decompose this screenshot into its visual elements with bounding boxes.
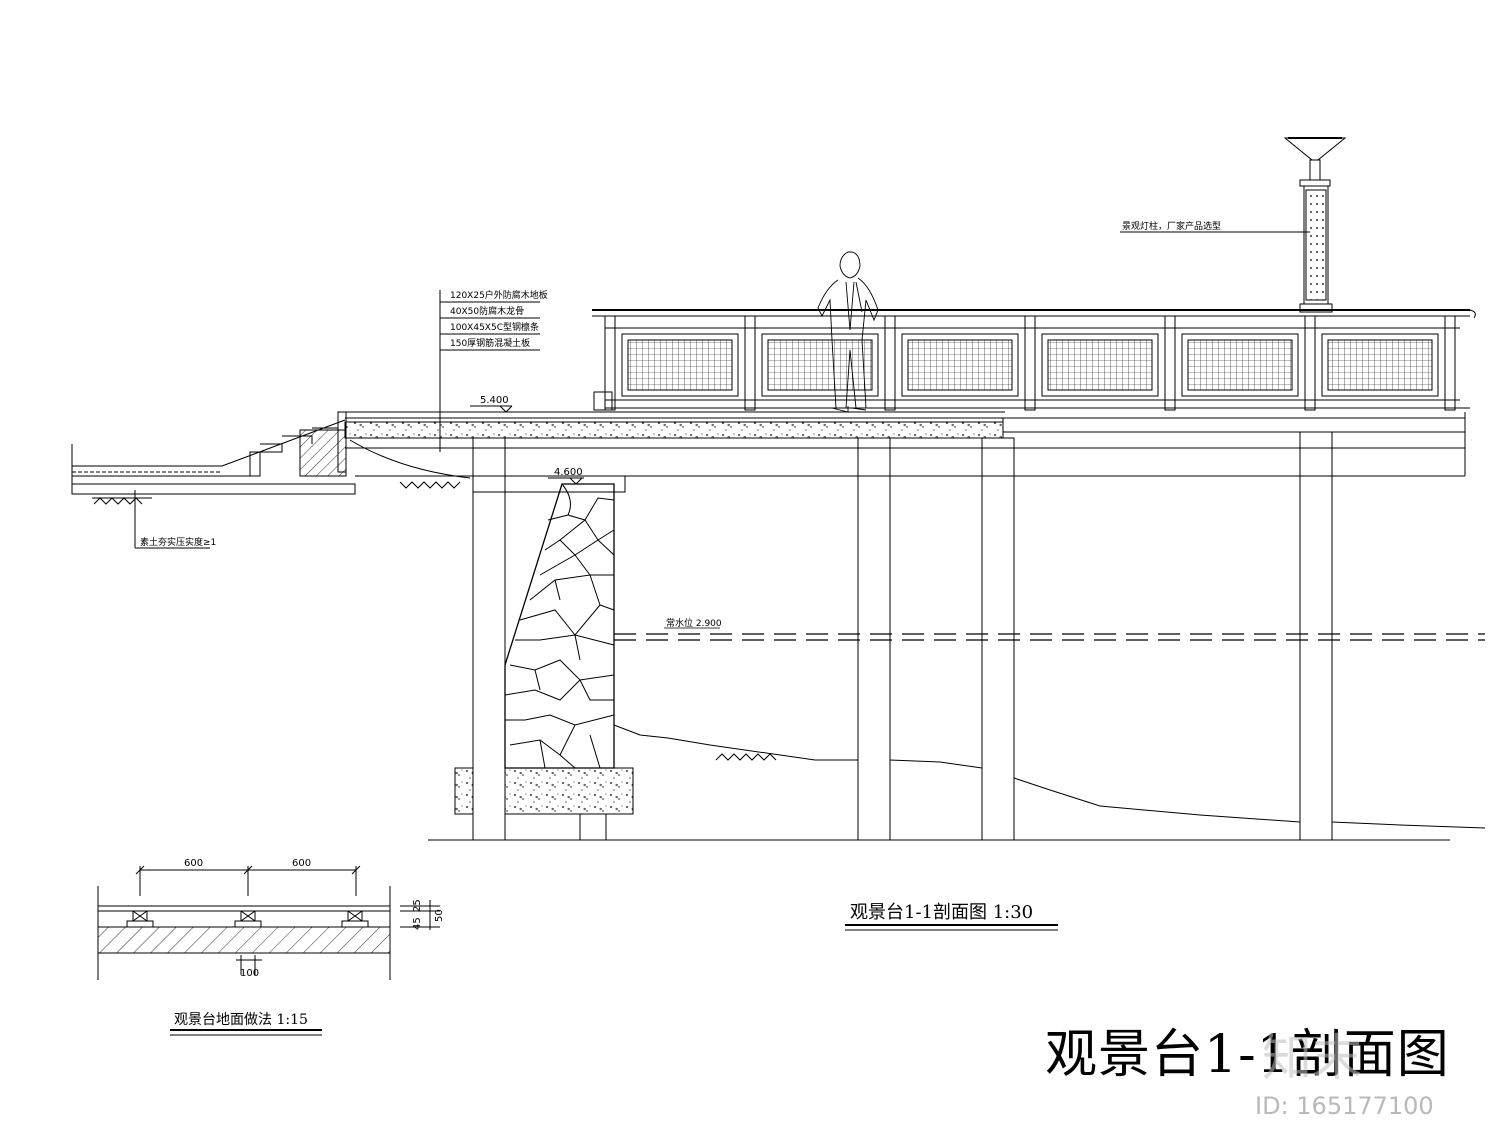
sheet-title: 观景台1-1剖面图 <box>1045 1025 1450 1085</box>
layer-label-4: 150厚钢筋混凝土板 <box>450 337 530 349</box>
water-level-label: 常水位 2.900 <box>666 617 722 629</box>
deck-layer-labels: 120X25户外防腐木地板 40X50防腐木龙骨 100X45X5C型钢檩条 1… <box>450 289 548 349</box>
railing-panels <box>621 333 1439 397</box>
deck-slab <box>344 411 1466 489</box>
railing <box>592 309 1476 433</box>
railing-posts <box>604 315 1456 411</box>
layer-label-1: 120X25户外防腐木地板 <box>450 289 548 301</box>
ground-note: 素土夯实压实度≥1 <box>140 536 216 548</box>
detail-dim-top-1: 600 <box>184 858 203 869</box>
section-caption: 观景台1-1剖面图 1:30 <box>850 902 1033 923</box>
layer-label-2: 40X50防腐木龙骨 <box>450 305 524 317</box>
detail-dim-right-3: 50 <box>434 909 445 922</box>
watermark-id: ID: 165177100 <box>1255 1092 1434 1120</box>
lamp-label: 景观灯柱，厂家产品选型 <box>1122 220 1221 232</box>
detail-dim-right-2: 25 <box>412 899 423 912</box>
lamp-post <box>1120 137 1347 313</box>
beam-elevation: 4.600 <box>554 467 583 478</box>
layer-label-3: 100X45X5C型钢檩条 <box>450 321 539 333</box>
detail-dim-top-2: 600 <box>292 858 311 869</box>
floor-detail <box>97 865 440 1036</box>
detail-dim-bottom: 100 <box>240 968 259 979</box>
stone-wall <box>504 483 615 769</box>
watermark-logo: 知末 <box>1262 1029 1362 1087</box>
riverbed <box>428 724 1486 841</box>
detail-dim-right-1: 45 <box>412 917 423 930</box>
water-level <box>614 627 1485 641</box>
detail-caption: 观景台地面做法 1:15 <box>174 1012 308 1028</box>
elevation-markers <box>470 405 584 485</box>
deck-elevation: 5.400 <box>480 395 509 406</box>
approach-path <box>71 411 356 549</box>
human-figure <box>817 251 879 413</box>
layer-callout <box>439 290 540 452</box>
footing <box>454 767 634 841</box>
